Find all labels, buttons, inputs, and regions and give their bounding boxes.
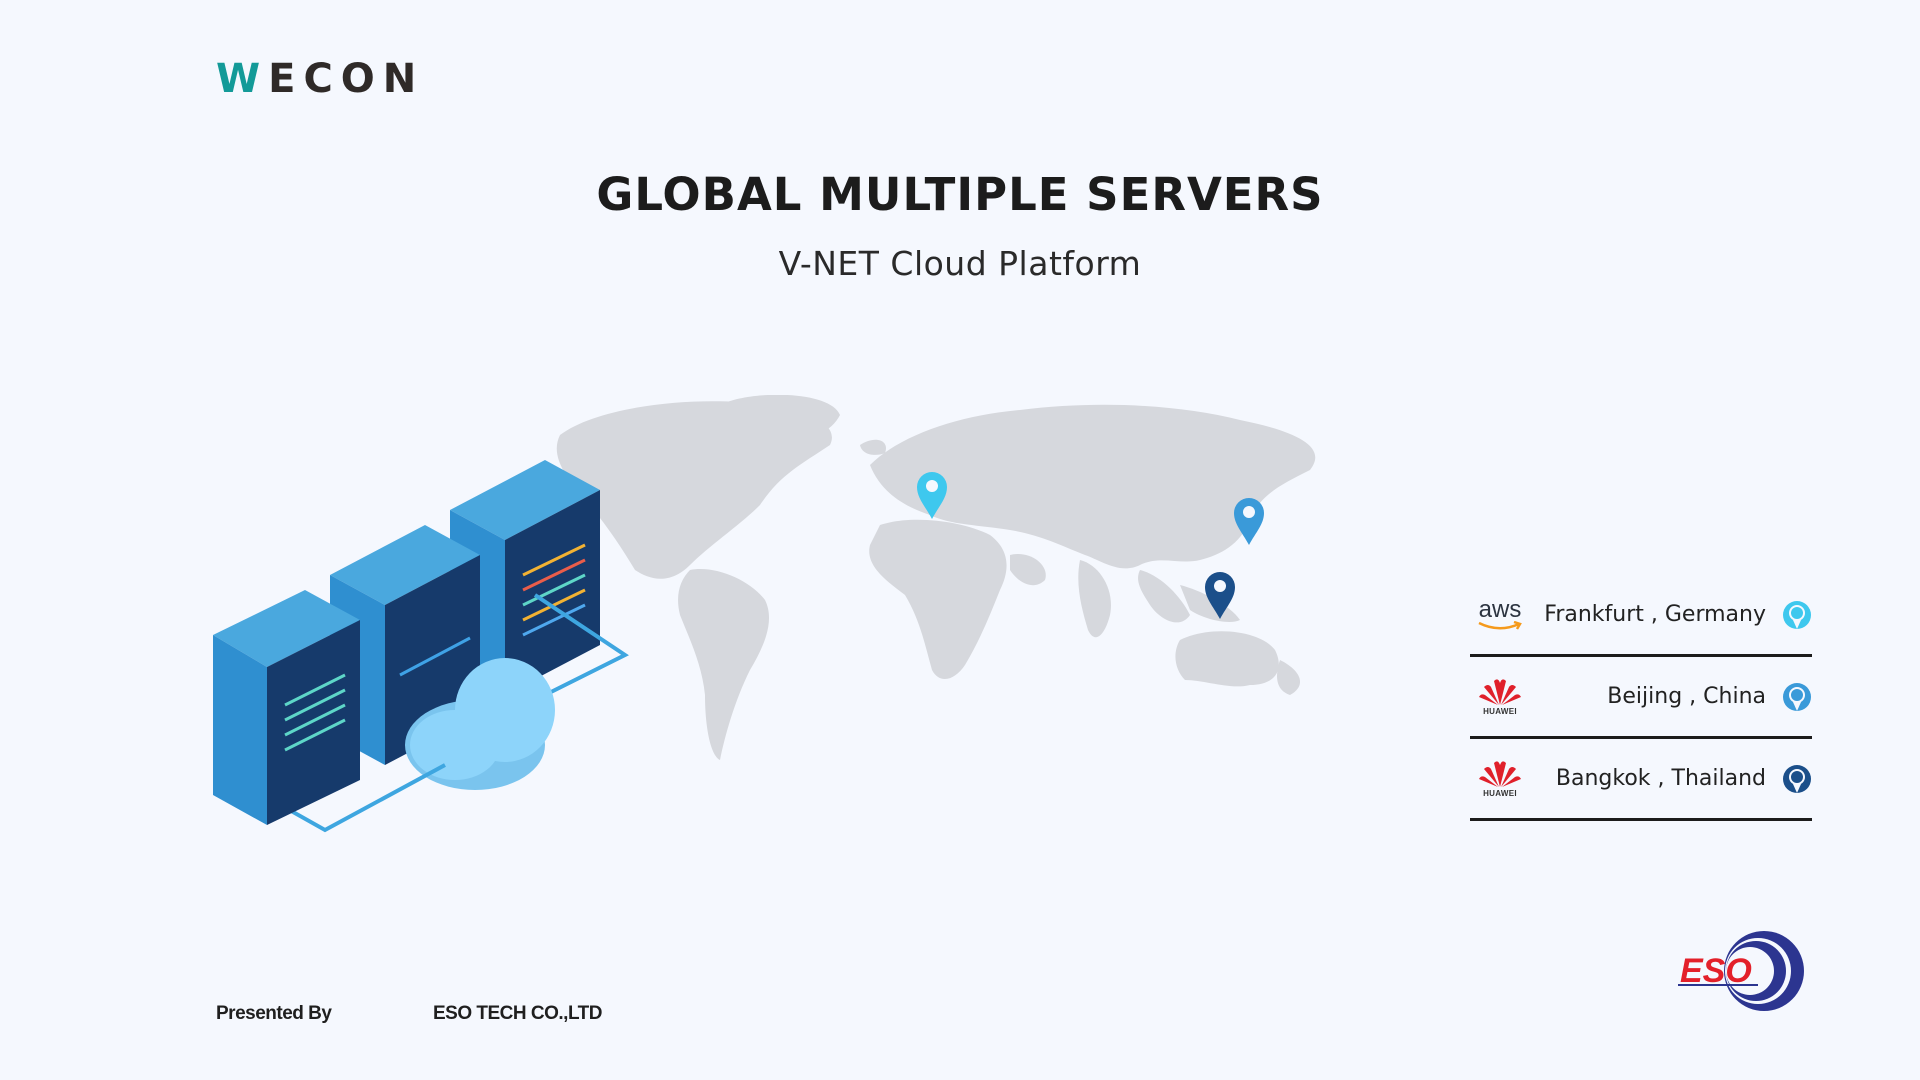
presented-by-label: Presented By [216,1003,332,1024]
server-city: Frankfurt , Germany [1544,602,1766,627]
server-city: Beijing , China [1607,684,1766,709]
company-name: ESO TECH CO.,LTD [433,1003,602,1024]
bangkok-map-pin-icon [1205,572,1235,619]
page-subtitle: V-NET Cloud Platform [778,244,1142,283]
server-row-bangkok: HUAWEI Bangkok , Thailand [1470,739,1812,821]
server-1 [213,590,446,833]
server-row-frankfurt: aws Frankfurt , Germany [1470,575,1812,657]
svg-text:ESO: ESO [1680,952,1752,990]
frankfurt-map-pin-icon [917,472,947,519]
beijing-map-pin-icon [1234,498,1264,545]
wecon-logo: WECON [216,56,425,102]
location-pin-icon [1783,764,1811,793]
page-title: GLOBAL MULTIPLE SERVERS [596,168,1324,221]
aws-smile-icon [1478,620,1522,630]
server-location-list: aws Frankfurt , Germany HUAWEI Beijing ,… [1470,575,1812,821]
aws-logo: aws [1470,590,1530,640]
world-map [556,395,1316,760]
huawei-flower-icon [1479,679,1521,705]
location-pin-icon [1783,682,1811,711]
server-row-beijing: HUAWEI Beijing , China [1470,657,1812,739]
huawei-logo: HUAWEI [1470,672,1530,722]
server-rack-illustration [213,460,629,833]
eso-logo: ESO [1678,931,1804,1011]
server-city: Bangkok , Thailand [1555,766,1766,791]
huawei-logo: HUAWEI [1470,754,1530,804]
huawei-flower-icon [1479,761,1521,787]
location-pin-icon [1783,600,1811,629]
